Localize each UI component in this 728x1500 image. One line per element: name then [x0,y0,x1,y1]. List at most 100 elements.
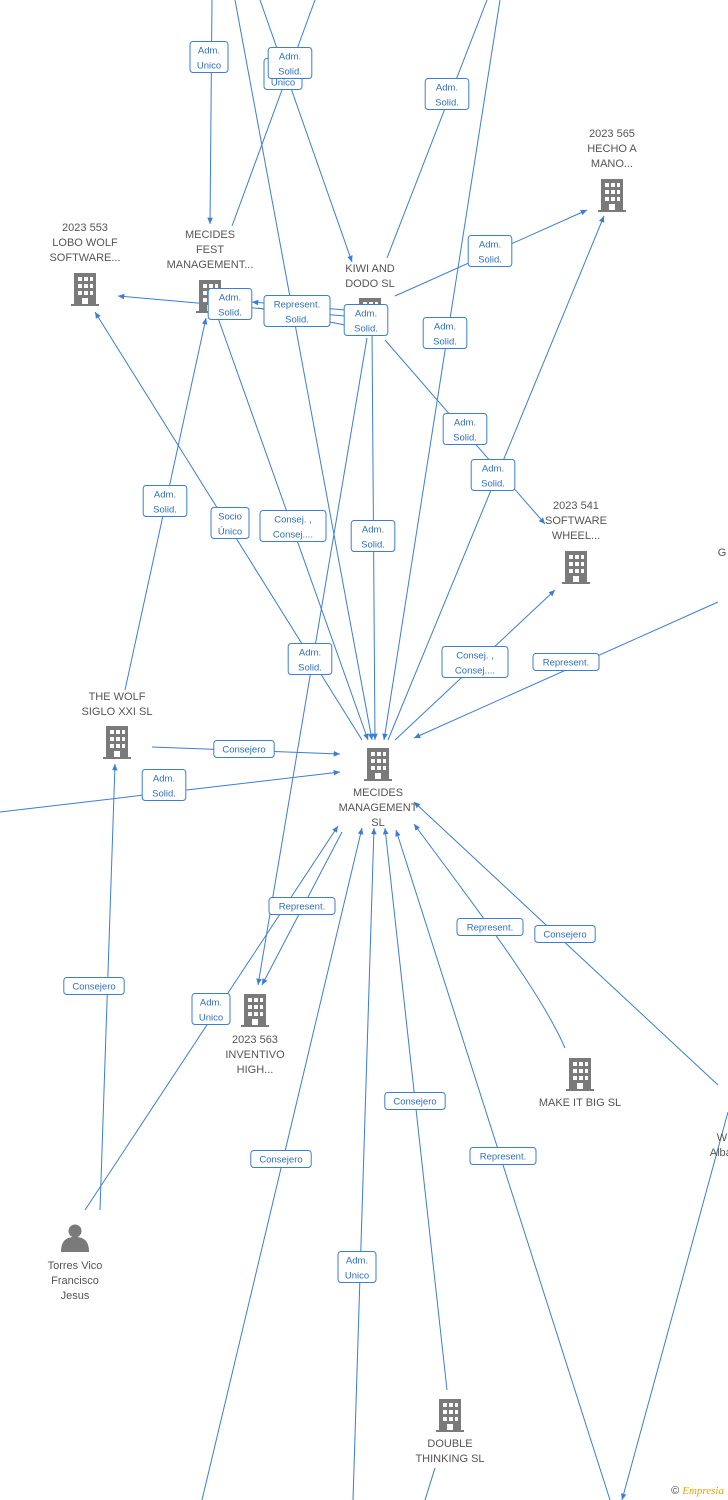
edge-label[interactable]: Adm.Unico [189,41,229,73]
building-icon [566,1058,594,1091]
edge-label[interactable]: Adm.Solid. [422,317,468,349]
edge [382,0,501,741]
node-label-line: Jesus [61,1290,90,1302]
edge [620,1111,728,1500]
edge-label[interactable]: Represent. [268,897,336,915]
edge-label[interactable]: Consejero [384,1092,446,1110]
node-label-line: 2023 563 [232,1034,278,1046]
node-label-line: MECIDES [185,229,235,241]
edge-label-line: Adm. [200,998,222,1009]
edge-label-box [210,507,250,539]
edge-label[interactable]: Adm.Solid. [442,413,488,445]
edge-label-box [442,413,488,445]
edge-label[interactable]: Represent. [456,918,524,936]
edge-label[interactable]: Consej. , Consej.... [259,510,327,542]
edge-label-box [263,295,331,327]
edge-label[interactable]: Adm.Solid. [287,643,333,675]
edge-label-line: Solid. [153,505,177,516]
node-label-line: Albal [710,1147,728,1159]
edge-label-box [343,304,389,336]
edge-label-line: Adm. [219,293,241,304]
edge [413,823,566,1049]
edge-label[interactable]: Consejero [63,977,125,995]
edge-label-box [191,993,231,1025]
edge-label-box [287,643,333,675]
edge-label[interactable]: Adm.Solid. [207,288,253,320]
edge-label[interactable]: Represent. Solid. [263,295,331,327]
node-mecides-fest[interactable]: MECIDES FEST MANAGEMENT... [167,229,254,313]
edge-label-line: Represent. [274,300,320,311]
edge-label-line: Represent. [543,658,589,669]
watermark: © Empresia [671,1485,724,1497]
edge [231,0,316,227]
edge-label[interactable]: Adm.Solid. [424,78,470,110]
edge-label-line: Consej. , [456,651,494,662]
node-label-line: Torres Vico [48,1260,103,1272]
edge-label[interactable]: Adm. Solid. [467,235,513,267]
edge-label-line: Consejero [72,982,115,993]
edge-label-box [63,977,125,995]
brand-logo: Empresia [682,1485,724,1497]
node-partial-g[interactable]: G [718,547,727,559]
edge-label[interactable]: Adm. Unico [191,993,231,1025]
node-label-line: 2023 541 [553,500,599,512]
edge-label[interactable]: Represent. [532,653,600,671]
edge-label[interactable]: Consejero [213,740,275,758]
node-label-line: SOFTWARE [545,515,607,527]
edge-label-line: Consej.... [273,530,313,541]
edge-label-box [441,646,509,678]
edge-label[interactable]: Adm.Unico [337,1251,377,1283]
edge-label[interactable]: Adm.Solid. [141,769,187,801]
node-label-line: FEST [196,244,224,256]
edge-label[interactable]: Adm.Solid. [470,459,516,491]
node-label-line: MANAGEMENT [339,802,418,814]
node-double-thinking[interactable]: DOUBLE THINKING SL [415,1399,485,1465]
node-label-line: MANAGEMENT... [167,259,254,271]
node-software-wheel[interactable]: 2023 541SOFTWAREWHEEL... [545,500,607,584]
node-label-line: 2023 565 [589,128,635,140]
edge [386,0,488,259]
edge-label-box [207,288,253,320]
edge-label-line: Solid. [285,315,309,326]
node-label-line: THE WOLF [89,691,146,703]
edge-label[interactable]: Represent. [469,1147,537,1165]
edge-label[interactable]: Consejero [250,1150,312,1168]
edge-label-line: Adm. [154,490,176,501]
edge [207,0,213,225]
edge-label-box [467,235,513,267]
edge-label-line: Consej.... [455,666,495,677]
node-label-line: KIWI AND [345,263,395,275]
node-inventivo[interactable]: 2023 563INVENTIVOHIGH... [225,994,285,1076]
edge-label[interactable]: Adm.Solid. [267,47,313,79]
edge-label[interactable]: Adm. Solid. [142,485,188,517]
edge-label[interactable]: Adm.Solid. [350,520,396,552]
edge-label-box [470,459,516,491]
edge-label-line: Represent. [467,923,513,934]
node-label-line: HECHO A [587,143,637,155]
edge-label-line: Consejero [222,745,265,756]
edge-label-line: Adm. [479,240,501,251]
node-make-it-big[interactable]: MAKE IT BIG SL [539,1058,621,1109]
edge-label-box [142,485,188,517]
edge-label-line: Consej. , [274,515,312,526]
edge-label[interactable]: Consej. , Consej.... [441,646,509,678]
edge-label[interactable]: Adm.Solid. [343,304,389,336]
edge-label-line: Represent. [279,902,325,913]
node-label-line: SL [371,817,384,829]
node-label-line: DOUBLE [427,1438,472,1450]
node-partial-w[interactable]: WAlbal [710,1132,728,1159]
edge-label-line: Unico [199,1013,223,1024]
edge-label-line: Solid. [478,255,502,266]
node-label-line: THINKING SL [415,1453,484,1465]
edge-label[interactable]: Consejero [534,925,596,943]
edge-label-box [337,1251,377,1283]
edge-label-box [456,918,524,936]
